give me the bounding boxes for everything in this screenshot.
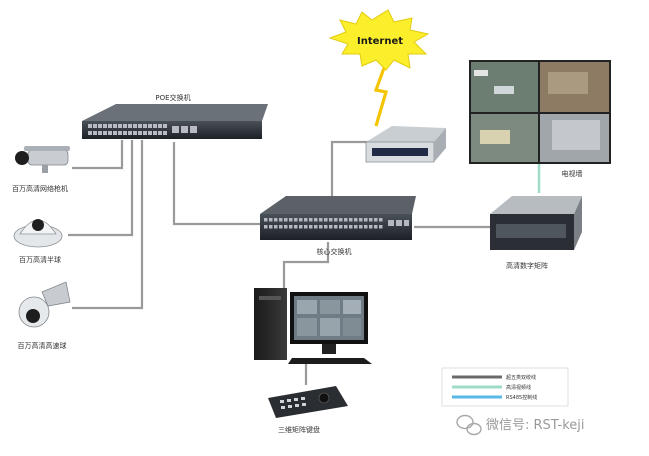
ptz-camera-arm — [41, 281, 71, 307]
cable-poe-to-core — [172, 142, 262, 226]
internet-cloud: Internet — [328, 9, 430, 127]
legend-label-rs485: RS485控制线 — [506, 394, 537, 401]
legend-item-hd-video: 高清视频线 — [452, 384, 531, 391]
pc-tower-drive — [259, 296, 281, 300]
cable-core-to-pc — [282, 242, 330, 290]
monitor-tile-4 — [297, 318, 317, 336]
ptz-camera-lens — [26, 309, 40, 323]
pc-workstation — [254, 288, 372, 364]
connection-lines — [68, 140, 492, 385]
bullet-camera-hood — [24, 146, 70, 151]
cable-poe-to-bullet-camera — [72, 140, 124, 170]
monitor-tile-5 — [320, 318, 340, 336]
router-side — [434, 128, 446, 162]
poe-switch-label: POE交换机 — [155, 93, 190, 102]
matrix-keyboard-keys — [280, 397, 306, 409]
tv-wall-label: 电视墙 — [562, 169, 583, 178]
core-switch: 核心交换机 — [260, 196, 416, 256]
poe-switch-top — [82, 104, 268, 121]
legend-label-cat5e: 超五类双绞线 — [506, 374, 536, 381]
tv-wall: 电视墙 — [469, 60, 611, 178]
internet-lightning — [373, 67, 389, 127]
bullet-camera-mount — [42, 165, 48, 173]
core-switch-ports — [264, 218, 409, 229]
bullet-camera-body — [27, 149, 69, 166]
poe-switch: POE交换机 — [82, 93, 268, 139]
monitor-tile-2 — [320, 300, 340, 314]
core-switch-top — [260, 196, 416, 214]
matrix-keyboard: 三维矩阵键盘 — [268, 386, 348, 434]
legend-item-cat5e: 超五类双绞线 — [452, 374, 536, 381]
matrix-side — [574, 196, 582, 250]
matrix-label: 高清数字矩阵 — [506, 261, 548, 270]
tv-screen-2-scene — [548, 72, 588, 94]
legend: 超五类双绞线 高清视频线 RS485控制线 — [441, 367, 569, 407]
matrix-keyboard-label: 三维矩阵键盘 — [278, 425, 320, 434]
monitor-stand — [322, 344, 336, 354]
monitor-tile-6 — [343, 318, 361, 336]
ptz-camera-label: 百万高清高速球 — [18, 341, 67, 350]
tv-screen-3-bus — [480, 130, 510, 144]
bullet-camera-lens — [15, 151, 29, 165]
matrix-top — [490, 196, 582, 214]
internet-burst-shape — [328, 9, 430, 71]
core-switch-label: 核心交换机 — [317, 247, 352, 256]
router — [365, 126, 446, 163]
tv-screen-4-scene — [552, 120, 600, 150]
internet-label: Internet — [357, 36, 403, 47]
matrix-keyboard-body — [268, 386, 348, 418]
bullet-camera: 百万高清网络枪机 — [12, 146, 70, 193]
router-panel — [372, 148, 428, 156]
monitor-tile-3 — [343, 300, 361, 314]
tv-screen-1-car-2 — [494, 86, 514, 94]
dome-camera-lens — [32, 219, 44, 231]
legend-label-hd-video: 高清视频线 — [506, 384, 531, 391]
monitor-tile-1 — [297, 300, 317, 314]
legend-item-rs485: RS485控制线 — [452, 394, 537, 401]
cable-core-to-router — [330, 140, 372, 196]
wechat-icon — [456, 414, 482, 436]
watermark-text: 微信号: RST-keji — [486, 418, 585, 433]
cable-poe-to-dome-camera — [68, 140, 134, 237]
dome-camera: 百万高清半球 — [13, 219, 63, 264]
pc-keyboard — [288, 358, 372, 364]
hd-digital-matrix: 高清数字矩阵 — [490, 196, 582, 270]
router-top — [366, 126, 446, 142]
matrix-bays — [496, 224, 566, 238]
dome-camera-label: 百万高清半球 — [19, 255, 61, 264]
ptz-camera: 百万高清高速球 — [18, 281, 71, 350]
matrix-keyboard-joystick — [318, 392, 330, 404]
poe-switch-ports — [88, 124, 197, 135]
cable-poe-to-ptz-camera — [72, 140, 144, 310]
tv-screen-1-car — [474, 70, 488, 76]
bullet-camera-label: 百万高清网络枪机 — [12, 184, 68, 193]
watermark: 微信号: RST-keji — [456, 414, 585, 436]
